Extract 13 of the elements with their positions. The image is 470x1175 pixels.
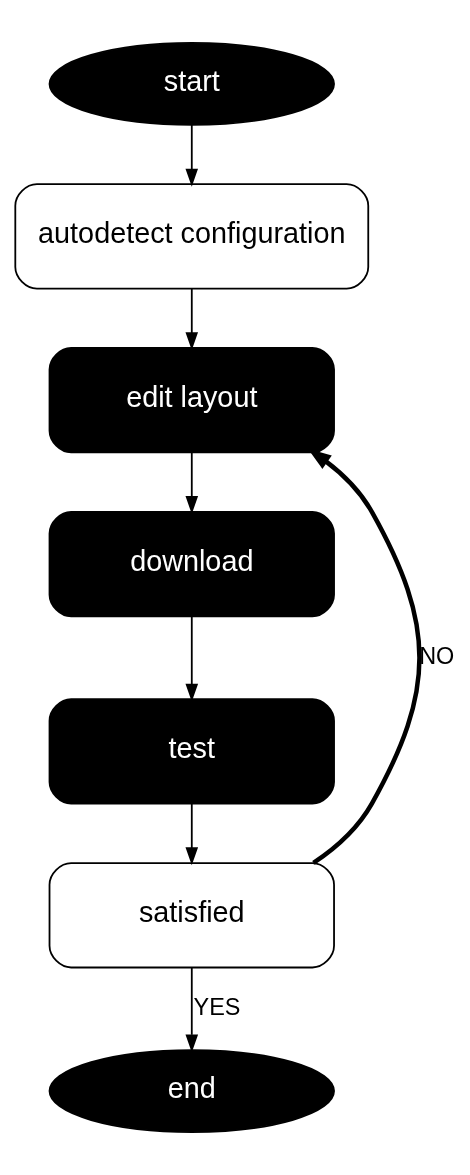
node-box: autodetect configuration bbox=[14, 183, 370, 290]
node-ellipse: end bbox=[48, 1049, 335, 1133]
edge-label: NO bbox=[419, 642, 455, 669]
arrow bbox=[185, 615, 199, 702]
node-box: edit layout bbox=[48, 347, 335, 454]
edge-label: YES bbox=[193, 994, 241, 1021]
node-ellipse: start bbox=[48, 42, 335, 126]
node-box: download bbox=[48, 511, 335, 618]
arrow bbox=[185, 123, 199, 187]
arrow bbox=[185, 966, 199, 1053]
node-box: satisfied bbox=[48, 862, 335, 969]
node-box: test bbox=[48, 698, 335, 805]
arrow bbox=[185, 803, 199, 866]
